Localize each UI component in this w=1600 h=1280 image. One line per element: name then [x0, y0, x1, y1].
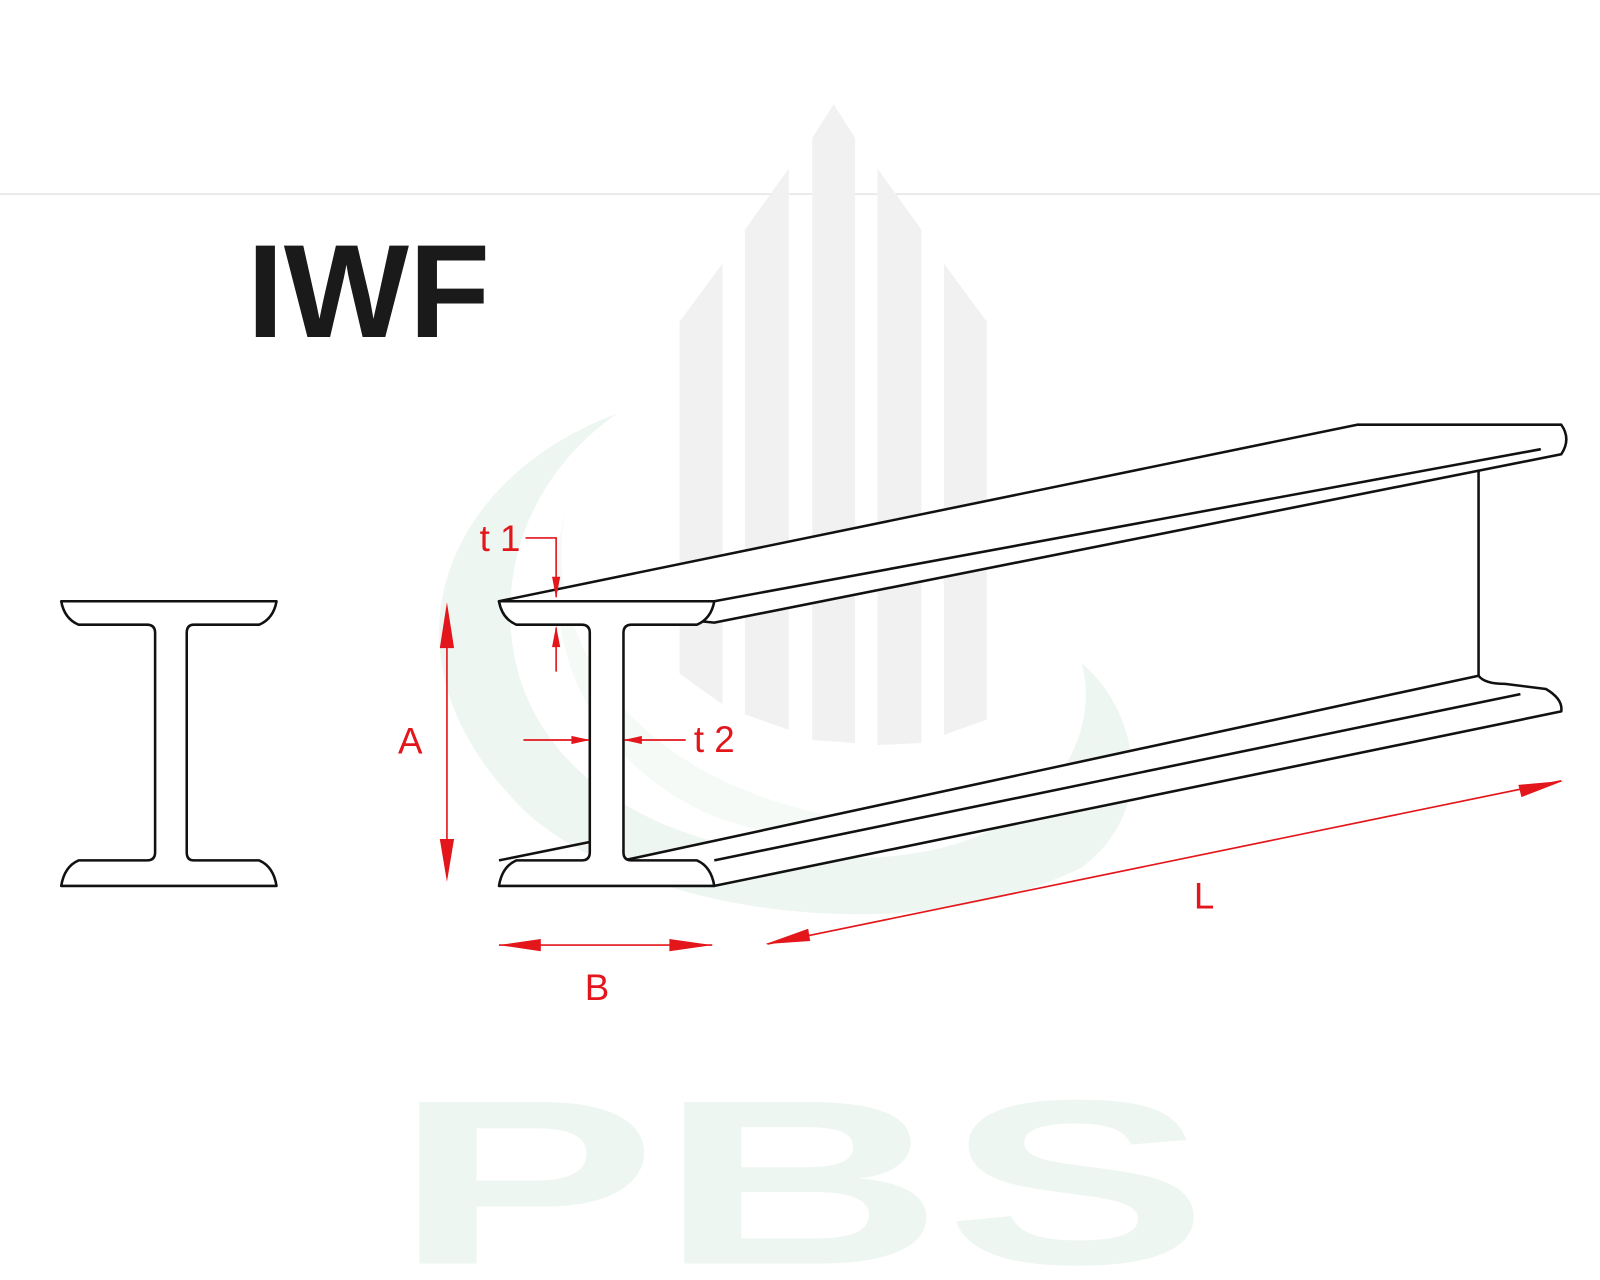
dimension-t1: t 1: [480, 518, 561, 672]
dimension-t1-label: t 1: [480, 518, 521, 559]
dimension-a-label: A: [398, 720, 423, 761]
dimension-l: L: [765, 780, 1564, 945]
watermark-text: PBS: [393, 1051, 1209, 1280]
dimension-t2-label: t 2: [694, 719, 735, 760]
beam-3d: [497, 423, 1568, 888]
diagram-title: IWF: [247, 218, 490, 366]
watermark-swoosh: [439, 413, 1133, 915]
dimension-b-label: B: [585, 967, 610, 1008]
dimension-a: A: [398, 602, 455, 882]
beam-end-profile: [497, 599, 716, 888]
cross-section-profile: [59, 599, 278, 888]
dimension-b: B: [498, 938, 713, 1008]
watermark-bars: [679, 104, 987, 746]
dimension-l-label: L: [1194, 875, 1214, 916]
dimension-t2: t 2: [523, 719, 735, 760]
watermark-logo: PBS: [393, 104, 1209, 1280]
